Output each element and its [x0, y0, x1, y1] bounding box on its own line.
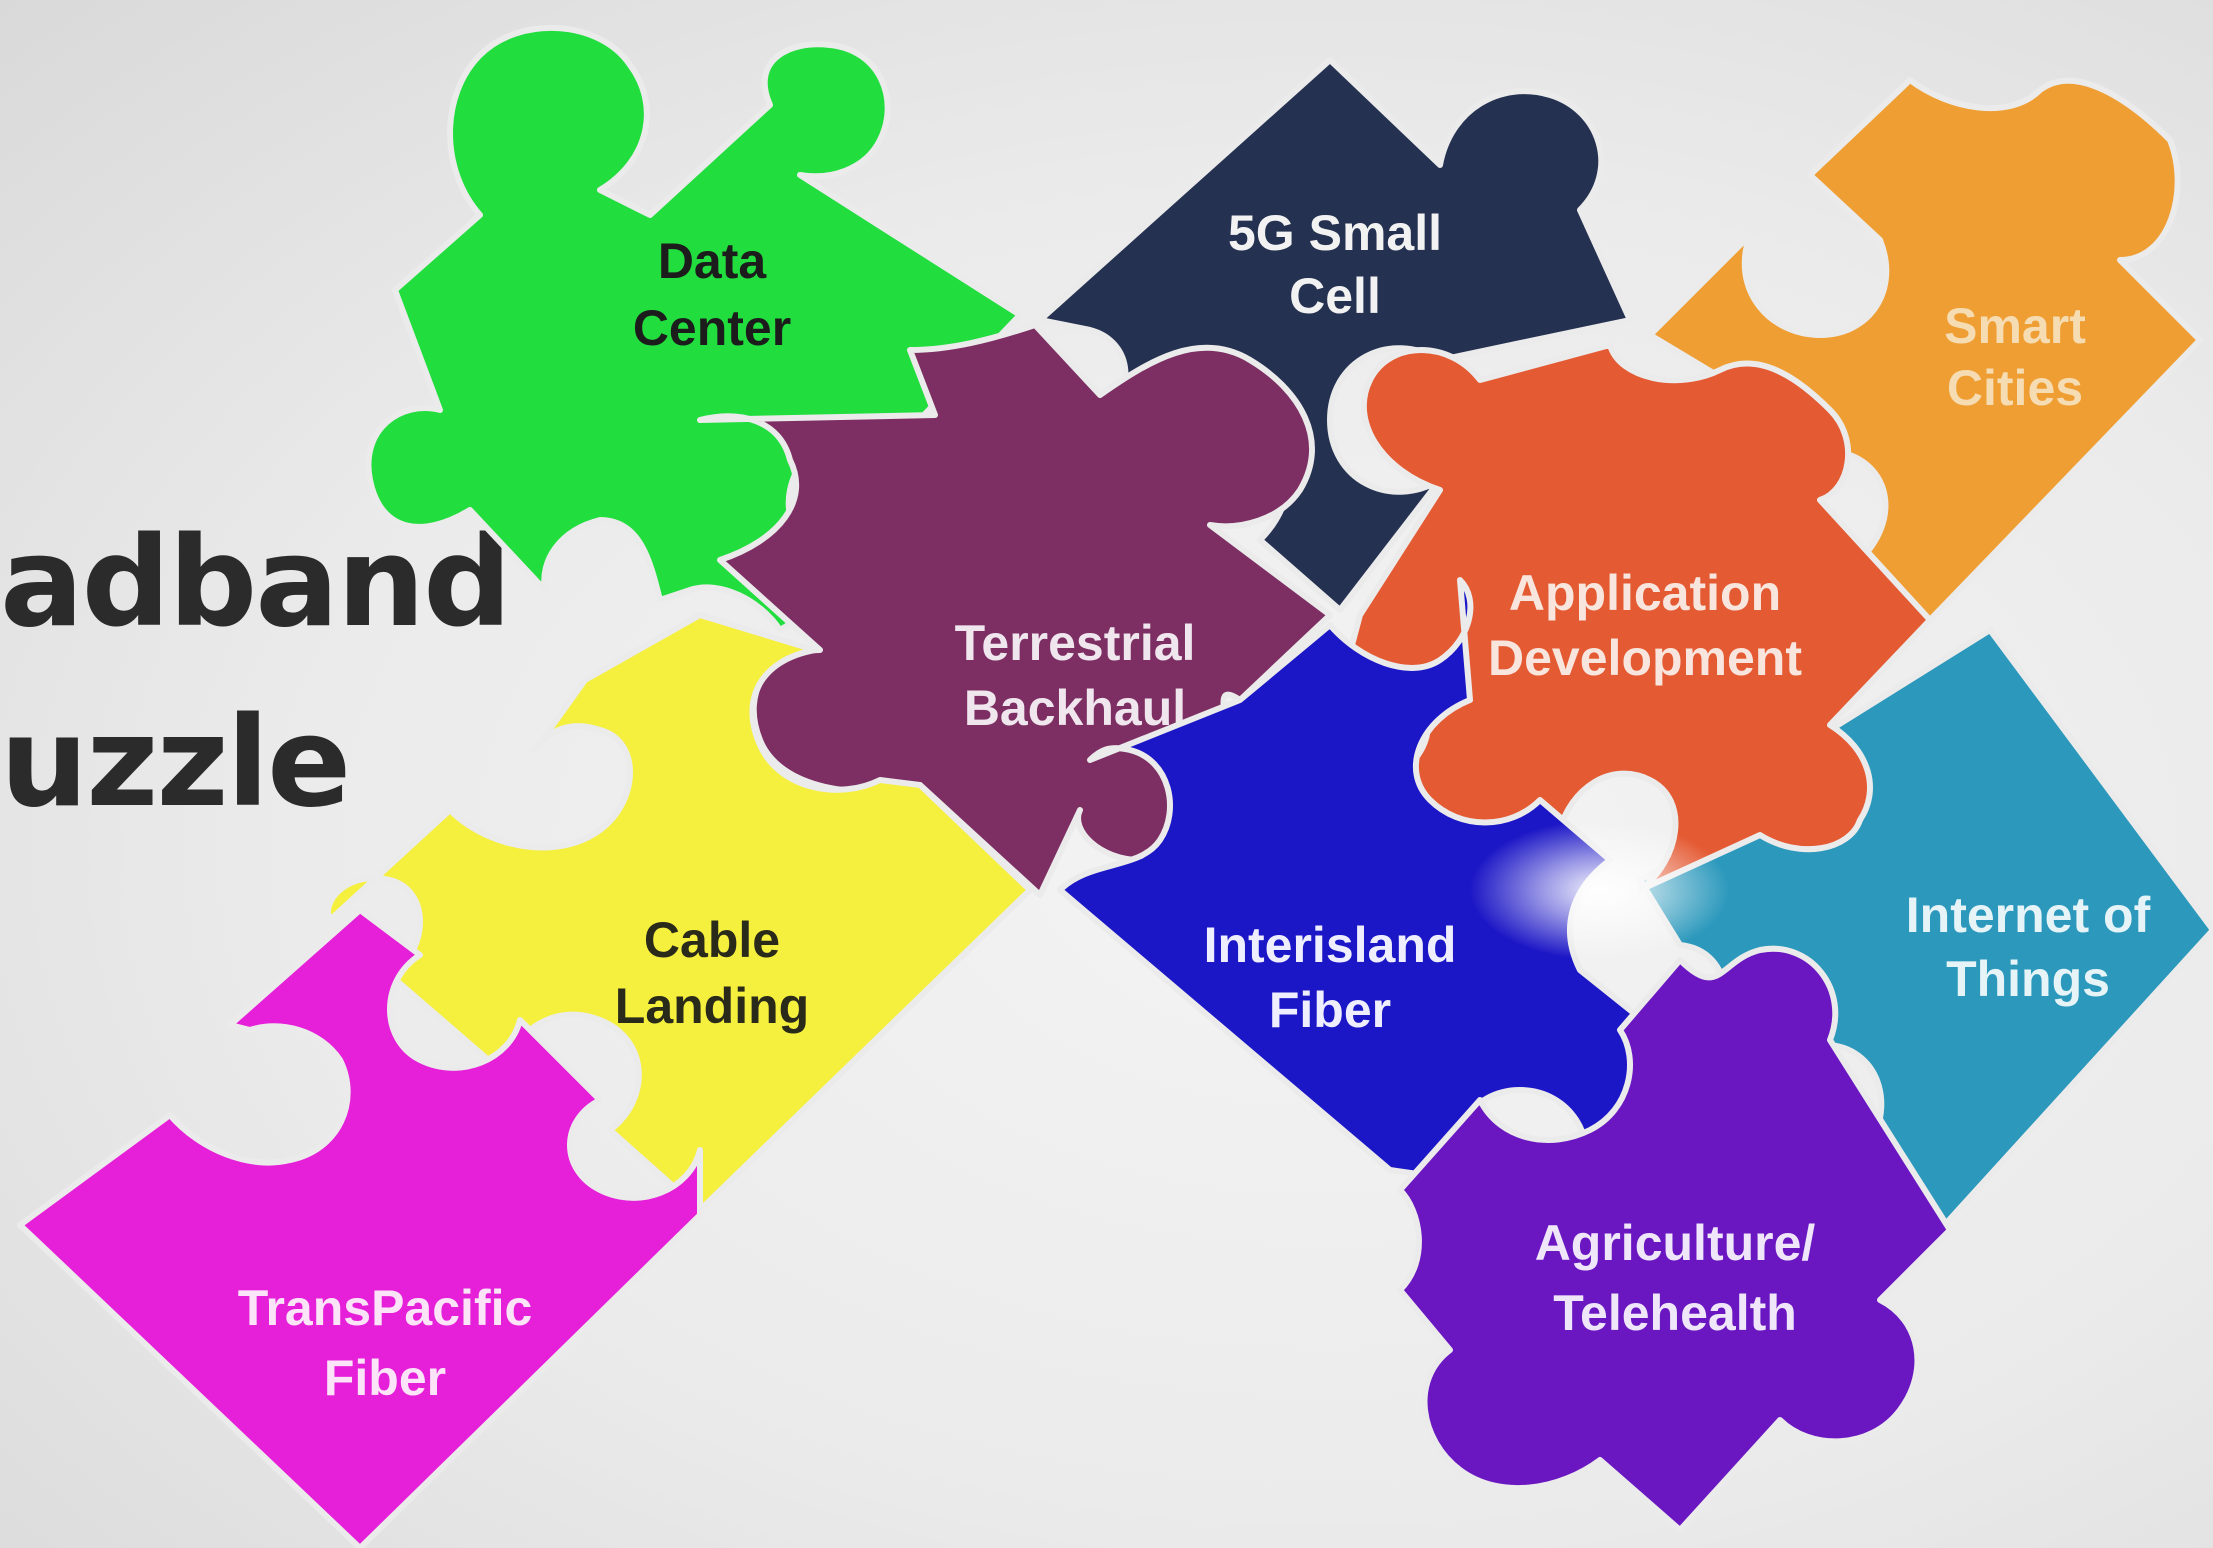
- transpacific-fiber-line1: TransPacific: [238, 1280, 533, 1336]
- agriculture-telehealth-line1: Agriculture/: [1535, 1215, 1816, 1271]
- slide-title-line2: uzzle: [0, 691, 349, 835]
- data-center-line2: Center: [633, 300, 791, 356]
- cable-landing-line1: Cable: [644, 912, 780, 968]
- puzzle-piece-transpacific-fiber: TransPacific Fiber: [17, 907, 703, 1548]
- puzzle-piece-internet-of-things: Internet of Things: [1637, 627, 2213, 1233]
- puzzle-piece-agriculture-telehealth: Agriculture/ Telehealth: [1397, 945, 1953, 1533]
- smart-cities-line1: Smart: [1944, 298, 2086, 354]
- agriculture-telehealth-line2: Telehealth: [1553, 1285, 1797, 1341]
- application-development-line1: Application: [1509, 565, 1781, 621]
- projector-glare: [1470, 820, 1730, 960]
- slide-title-line1: adband: [0, 511, 510, 655]
- puzzle-piece-data-center: Data Center: [365, 24, 1023, 633]
- small-cell-line2: Cell: [1289, 268, 1381, 324]
- smart-cities-line2: Cities: [1947, 360, 2083, 416]
- data-center-line1: Data: [658, 233, 768, 289]
- terrestrial-backhaul-line2: Backhaul: [964, 680, 1186, 736]
- puzzle-piece-5g-small-cell: 5G Small Cell: [1037, 57, 1633, 613]
- cable-landing-line2: Landing: [615, 978, 809, 1034]
- transpacific-fiber-shape: [17, 907, 703, 1548]
- agriculture-telehealth-shape: [1397, 945, 1953, 1533]
- small-cell-line1: 5G Small: [1228, 205, 1442, 261]
- application-development-line2: Development: [1488, 630, 1802, 686]
- interisland-fiber-line1: Interisland: [1204, 917, 1457, 973]
- puzzle-piece-cable-landing: Cable Landing: [325, 612, 1033, 1213]
- transpacific-fiber-line2: Fiber: [324, 1350, 446, 1406]
- internet-of-things-line2: Things: [1946, 951, 2110, 1007]
- puzzle-piece-application-development: Application Development: [1337, 342, 1933, 893]
- terrestrial-backhaul-line1: Terrestrial: [955, 615, 1196, 671]
- puzzle-piece-interisland-fiber: Interisland Fiber: [1057, 577, 1783, 1203]
- internet-of-things-line1: Internet of: [1906, 887, 2151, 943]
- interisland-fiber-line2: Fiber: [1269, 982, 1391, 1038]
